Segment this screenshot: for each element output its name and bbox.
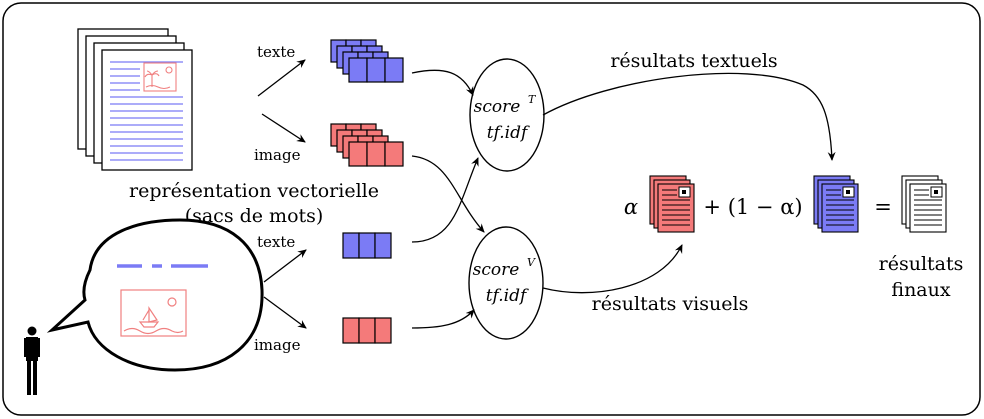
label-resultats-finaux-line2: finaux <box>891 279 950 301</box>
label-representation-line2: (sacs de mots) <box>185 205 324 227</box>
arrow-query-image-to-score-v <box>411 309 475 329</box>
score-v-sup: V <box>527 256 536 269</box>
textual-result-doc-icon <box>813 175 859 233</box>
label-texte-bottom: texte <box>257 233 295 251</box>
image-vector-stack <box>330 123 404 167</box>
label-texte-top: texte <box>257 43 295 61</box>
arrow-query-to-image <box>263 296 307 329</box>
score-t-sub: tf.idf <box>487 123 530 143</box>
arrow-text-vector-to-score-t <box>411 69 474 96</box>
score-t-main: score <box>474 97 521 117</box>
user-icon <box>24 326 40 395</box>
formula-alpha: α <box>624 195 638 219</box>
arrow-doc-to-image <box>261 113 306 143</box>
formula-plus-one-minus-alpha: + (1 − α) <box>703 195 802 219</box>
query-speech-bubble <box>46 218 264 372</box>
document-collection-icon <box>77 28 193 171</box>
label-resultats-finaux-line1: résultats <box>879 253 964 275</box>
text-vector-stack <box>330 39 404 83</box>
formula-equals: = <box>874 195 892 219</box>
arrow-image-vector-to-score-v <box>411 155 485 233</box>
visual-result-doc-icon <box>649 175 695 233</box>
final-result-doc-icon <box>901 175 947 233</box>
score-t-sup: T <box>528 93 537 106</box>
score-v-sub: tf.idf <box>486 286 529 306</box>
label-resultats-visuels: résultats visuels <box>592 293 749 315</box>
arrow-doc-to-text <box>257 59 306 97</box>
score-v-main: score <box>473 260 520 280</box>
label-representation-line1: représentation vectorielle <box>129 180 379 202</box>
score-v-node <box>468 226 544 340</box>
label-image-bottom: image <box>254 336 301 354</box>
arrow-textual-results <box>542 72 836 161</box>
arrow-query-to-text <box>263 249 307 283</box>
query-text-vector <box>342 232 392 259</box>
document-picture-icon <box>143 62 177 92</box>
query-image-vector <box>342 317 392 344</box>
arrow-query-text-to-score-t <box>411 157 479 243</box>
arrow-visual-results <box>542 244 683 294</box>
label-resultats-textuels: résultats textuels <box>610 50 777 72</box>
query-picture-icon <box>120 289 187 337</box>
label-image-top: image <box>254 146 301 164</box>
